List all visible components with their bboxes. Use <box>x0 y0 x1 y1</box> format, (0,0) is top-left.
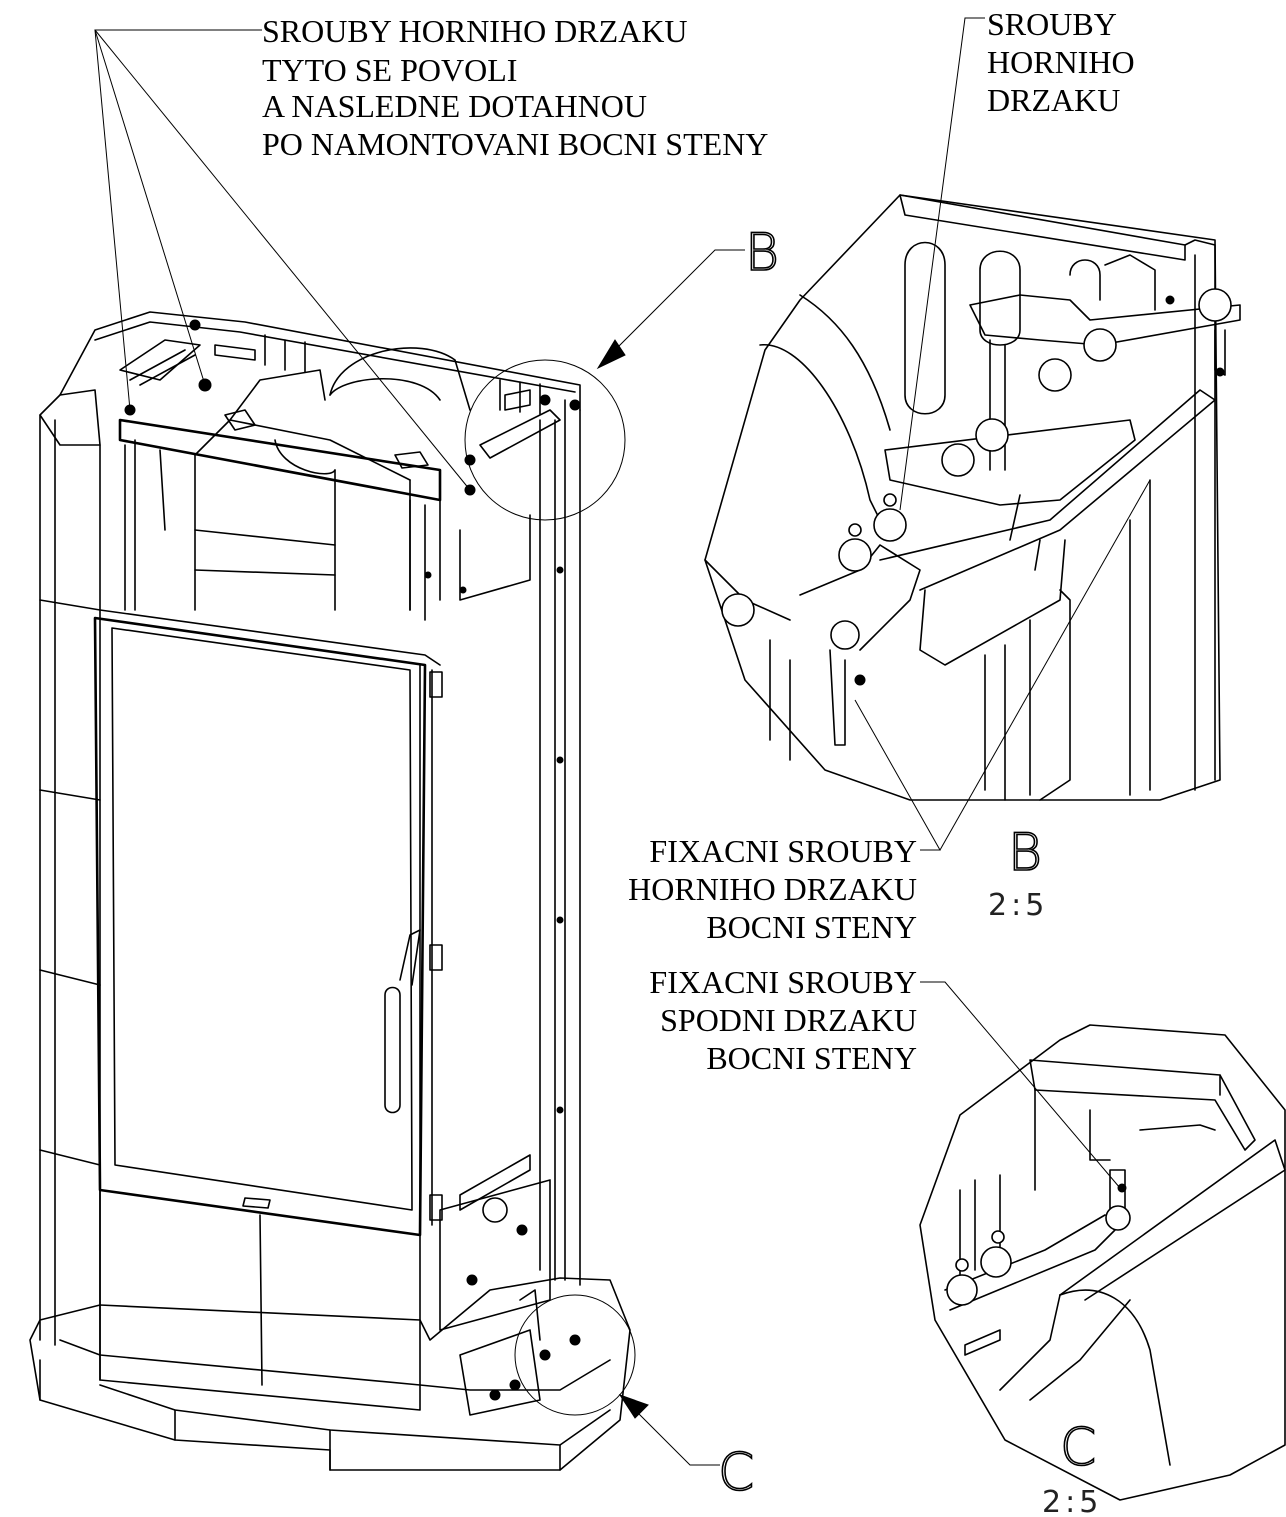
label-fix-lower-line-2: SPODNI DRZAKU <box>660 1002 917 1038</box>
detail-b-letter: B <box>1008 823 1042 883</box>
leader-top-right <box>854 17 1151 851</box>
label-fix-upper-line-3: BOCNI STENY <box>706 909 917 945</box>
label-top-right-line-3: DRZAKU <box>987 82 1120 118</box>
label-fix-lower: FIXACNI SROUBY SPODNI DRZAKU BOCNI STENY <box>649 964 917 1076</box>
leader-top-left <box>94 29 471 491</box>
callout-b-letter: B <box>745 223 779 283</box>
label-top-left: SROUBY HORNIHO DRZAKU TYTO SE POVOLI A N… <box>262 13 768 162</box>
callout-b: B <box>596 222 780 370</box>
detail-c-letter: C <box>1060 1418 1096 1478</box>
label-top-left-line-2: TYTO SE POVOLI <box>262 52 517 88</box>
label-top-right-line-1: SROUBY <box>987 6 1117 42</box>
label-top-left-line-1: SROUBY HORNIHO DRZAKU <box>262 13 688 49</box>
label-top-right-line-2: HORNIHO <box>987 44 1135 80</box>
bolt-nuts-b <box>721 288 1232 650</box>
detail-b-title: B 2:5 <box>988 822 1048 923</box>
label-fix-upper: FIXACNI SROUBY HORNIHO DRZAKU BOCNI STEN… <box>628 833 917 945</box>
label-top-right: SROUBY HORNIHO DRZAKU <box>987 6 1135 118</box>
detail-c-title: C 2:5 <box>1042 1417 1102 1517</box>
label-fix-lower-line-1: FIXACNI SROUBY <box>649 964 917 1000</box>
label-fix-upper-line-2: HORNIHO DRZAKU <box>628 871 917 907</box>
stove-assembly <box>29 311 636 1471</box>
callout-c-letter: C <box>718 1443 754 1503</box>
callout-c: C <box>618 1394 755 1504</box>
leader-fix-lower <box>920 981 1121 1189</box>
label-fix-lower-line-3: BOCNI STENY <box>706 1040 917 1076</box>
detail-b-scale: 2:5 <box>988 888 1048 923</box>
label-top-left-line-3: A NASLEDNE DOTAHNOU <box>262 88 647 124</box>
detail-c <box>919 1024 1286 1501</box>
detail-c-scale: 2:5 <box>1042 1485 1102 1517</box>
label-fix-upper-line-1: FIXACNI SROUBY <box>649 833 917 869</box>
label-top-left-line-4: PO NAMONTOVANI BOCNI STENY <box>262 126 768 162</box>
detail-b <box>704 194 1241 801</box>
